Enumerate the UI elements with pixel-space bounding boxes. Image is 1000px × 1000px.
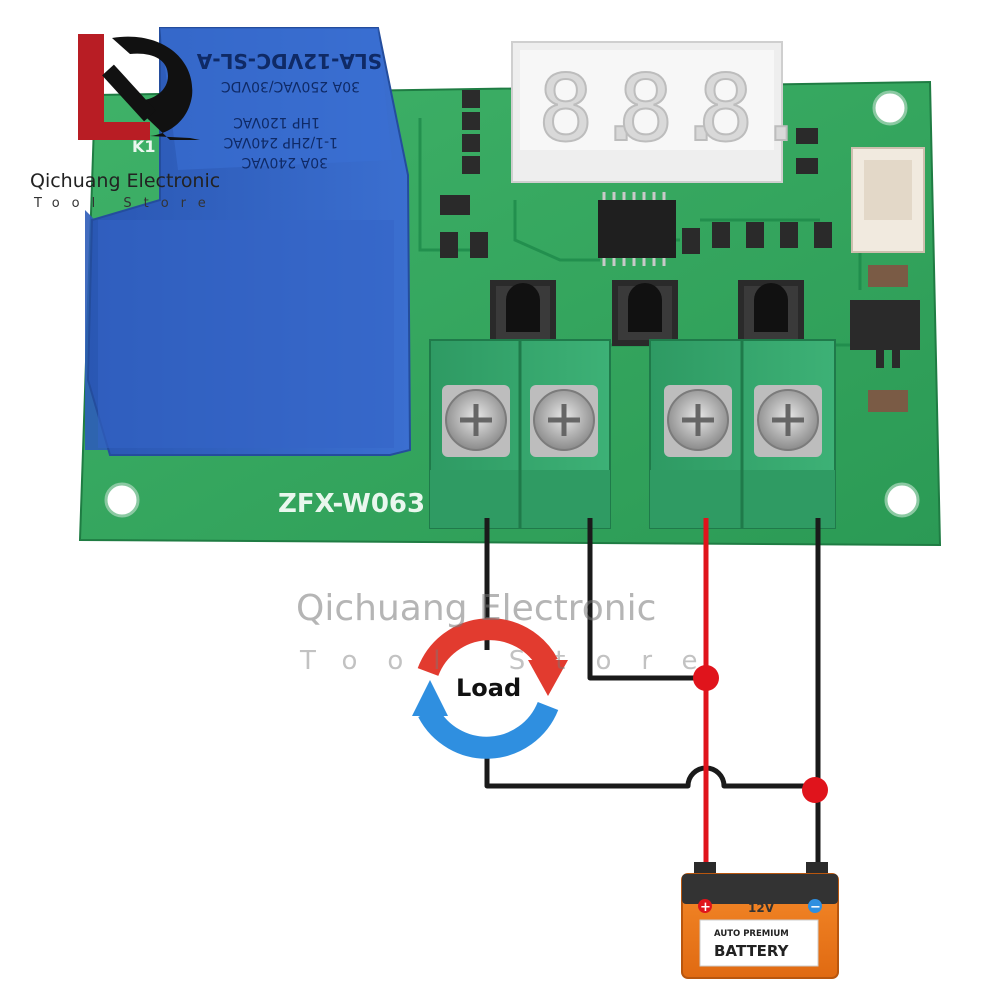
- load-arrowhead-top: [528, 660, 568, 696]
- jst-connector: [851, 147, 925, 253]
- relay: 30A 240VAC 1-1/2HP 240VAC 1HP 120VAC 30A…: [85, 27, 412, 456]
- junction-node-negative: [802, 777, 828, 803]
- watermark-name: Qichuang Electronic: [296, 588, 657, 629]
- brand-subtitle: Tool Store: [34, 196, 218, 211]
- display-digit-1: 8.: [538, 55, 649, 162]
- relay-text-line-3: 1HP 120VAC: [233, 114, 320, 130]
- load-arrow-bottom: [418, 701, 559, 759]
- board-model-label: ZFX-W063: [278, 489, 425, 519]
- battery-voltage: 12V: [748, 901, 775, 915]
- relay-text-line-2: 1-1/2HP 240VAC: [223, 134, 338, 150]
- display-digit-2: 8.: [618, 55, 729, 162]
- wire-load-switch: [587, 518, 706, 681]
- brand-logo: [78, 34, 200, 141]
- load-arrow-top: [417, 618, 558, 677]
- battery: + − 12V AUTO PREMIUM BATTERY: [681, 862, 839, 979]
- battery-plus-sign: +: [700, 900, 711, 915]
- load-symbol: Load: [412, 618, 568, 759]
- watermark-subtitle: Tool Store: [300, 646, 728, 676]
- tactile-button-1[interactable]: [490, 280, 556, 346]
- microcontroller-chip: [598, 192, 676, 266]
- battery-brand-line: AUTO PREMIUM: [714, 929, 789, 939]
- terminal-screw-1[interactable]: [442, 385, 510, 457]
- relay-text-line-5: SLA-12VDC-SL-A: [196, 49, 382, 73]
- junction-node-positive: [693, 665, 719, 691]
- load-label: Load: [456, 674, 521, 702]
- relay-text-line-1: 30A 240VAC: [241, 154, 328, 170]
- tactile-button-2[interactable]: [612, 280, 678, 346]
- mounting-holes: [104, 90, 920, 518]
- brand-name: Qichuang Electronic: [30, 170, 221, 192]
- relay-text-line-4: 30A 250VAC/30VDC: [221, 78, 360, 94]
- battery-minus-sign: −: [810, 900, 821, 915]
- terminal-screw-3[interactable]: [664, 385, 732, 457]
- relay-reference-label: K1: [132, 137, 156, 156]
- smd-components: [440, 128, 920, 412]
- seven-segment-display: 8. 8. 8.: [511, 41, 810, 183]
- wire-load-return: [484, 740, 818, 789]
- load-arrowhead-bottom: [412, 680, 448, 716]
- tactile-button-3[interactable]: [738, 280, 804, 346]
- terminal-screw-2[interactable]: [530, 385, 598, 457]
- terminal-screw-4[interactable]: [754, 385, 822, 457]
- wires: [484, 518, 821, 870]
- display-digit-3: 8.: [698, 55, 809, 162]
- pin-header: [462, 90, 480, 174]
- battery-label: BATTERY: [714, 942, 790, 960]
